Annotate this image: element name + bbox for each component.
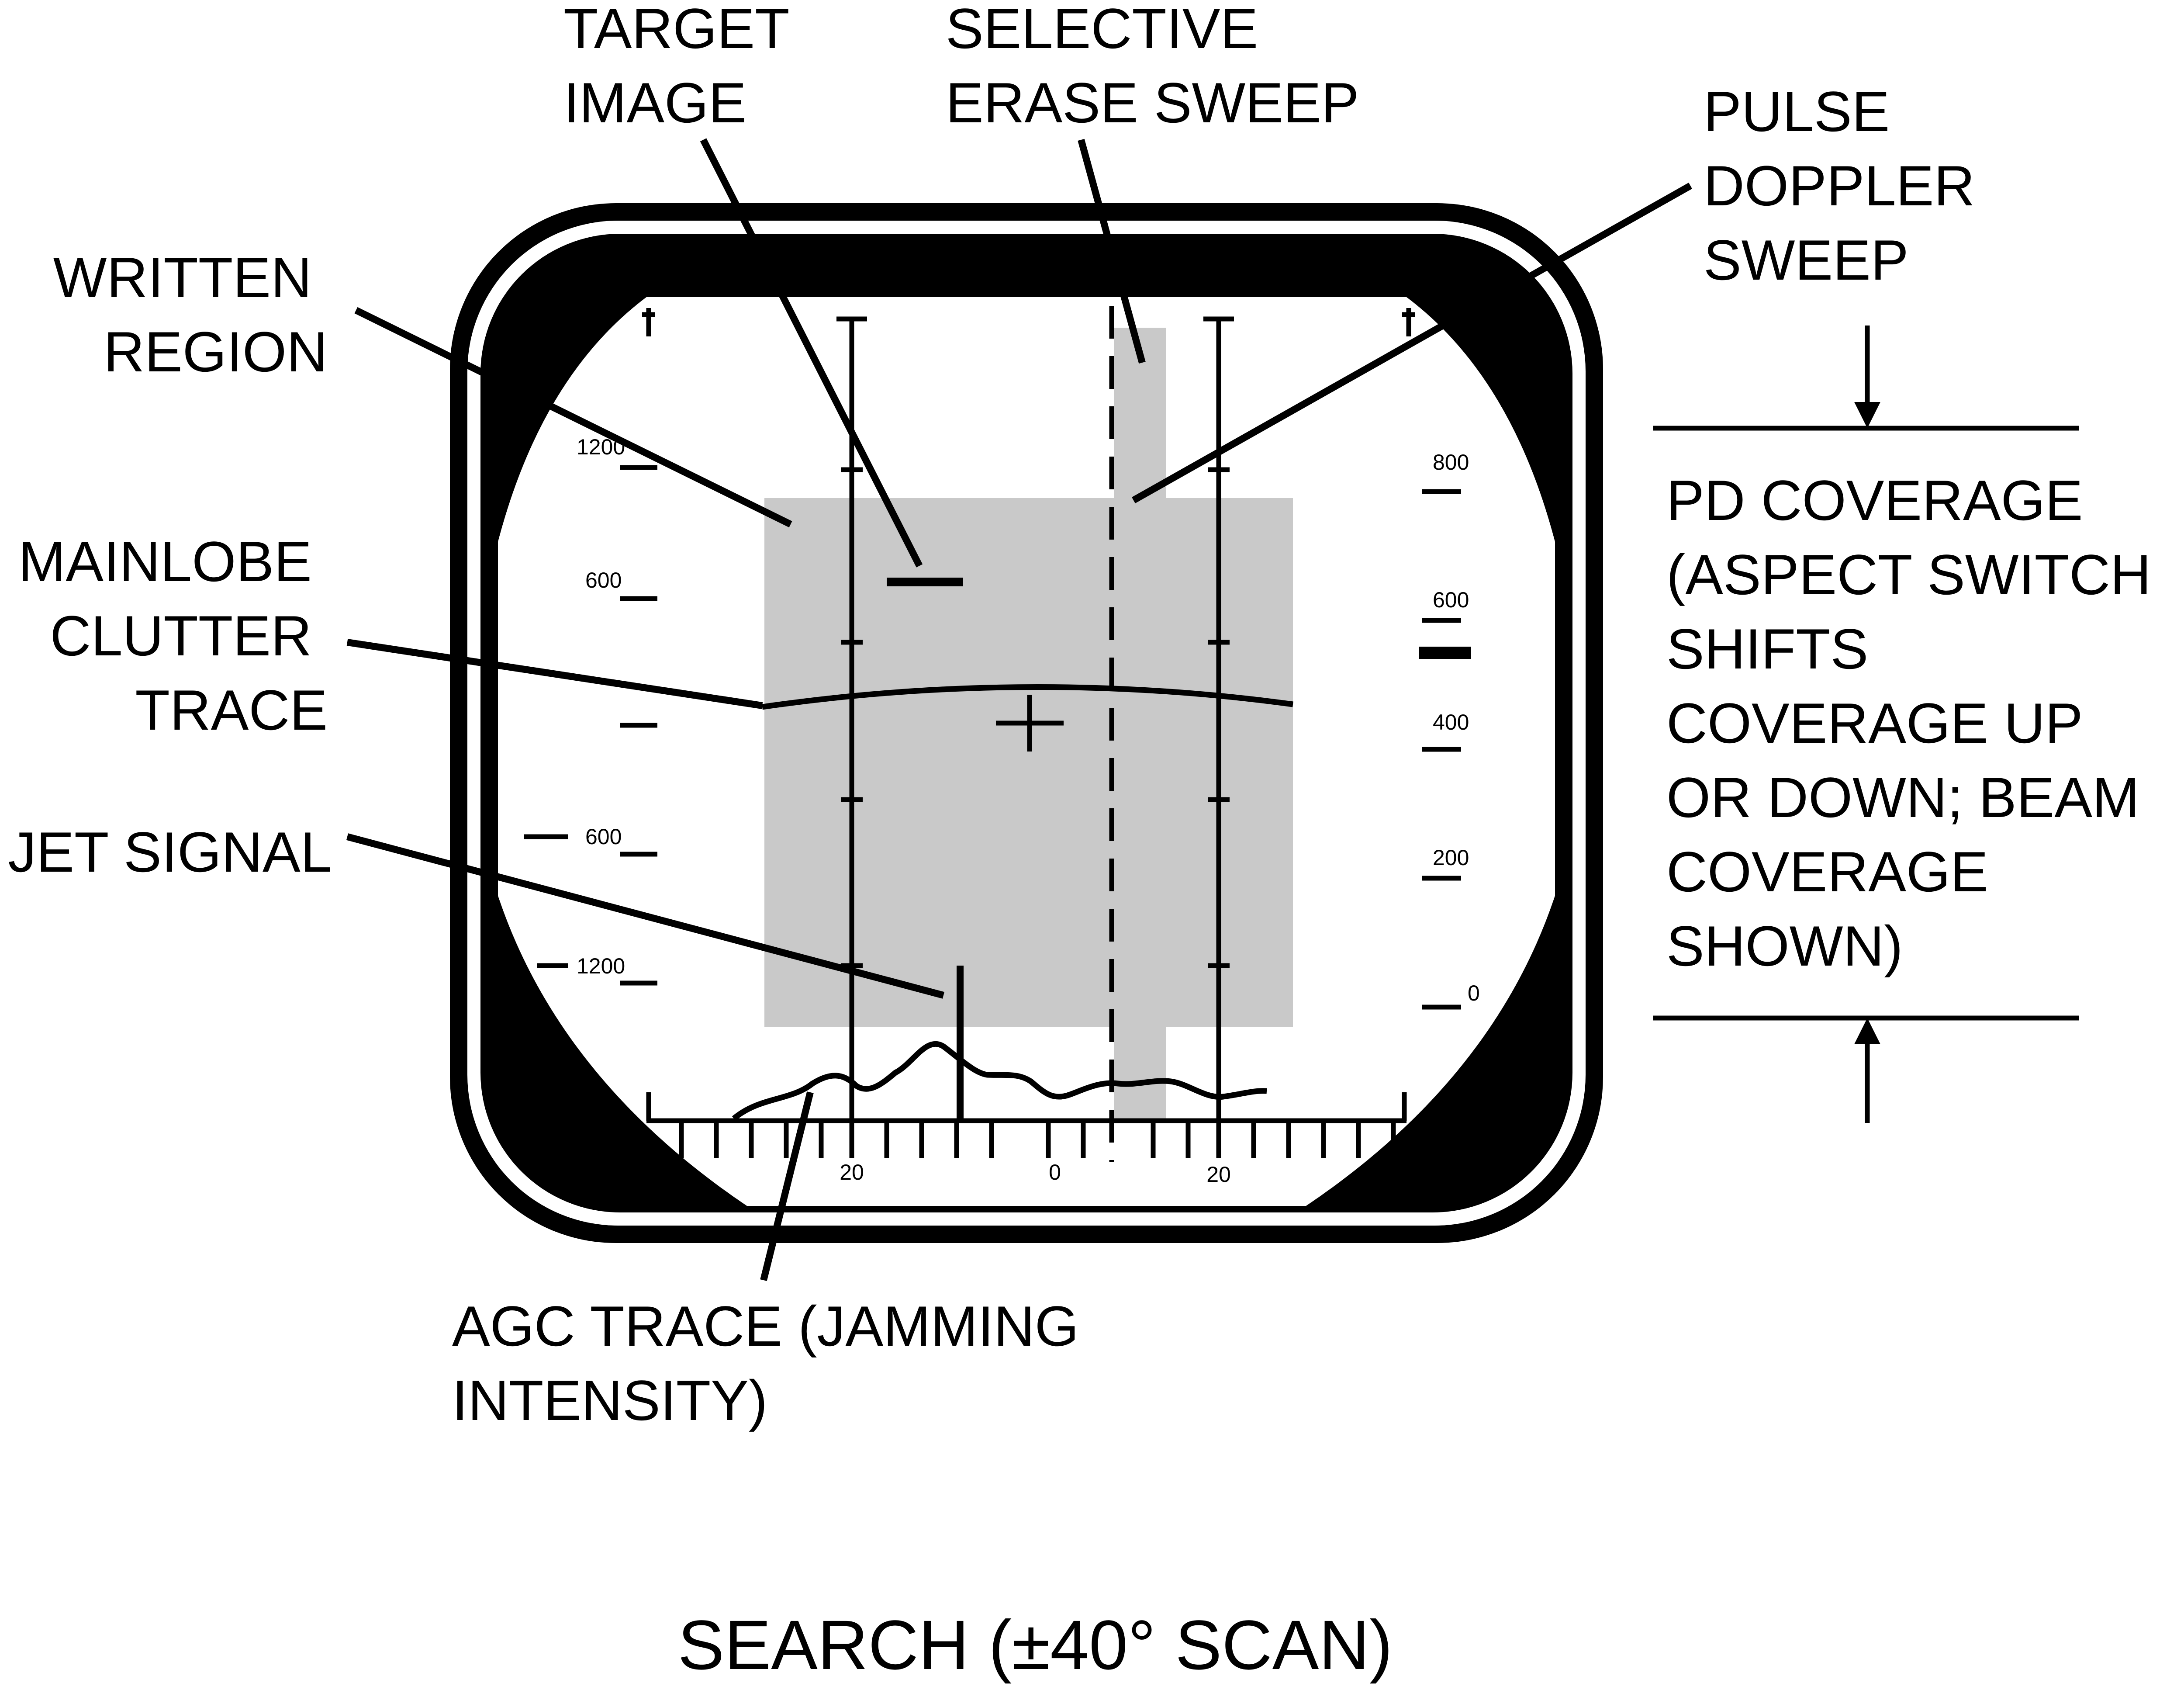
pd-coverage-arrow-down bbox=[1854, 402, 1880, 428]
pulse-doppler-sweep-bar bbox=[1114, 328, 1166, 1119]
label-agc-trace: AGC TRACE (JAMMING INTENSITY) bbox=[452, 1294, 1095, 1432]
azimuth-tick-label-left-20: 20 bbox=[840, 1160, 864, 1184]
leader-written-region bbox=[354, 307, 792, 528]
leader-agc-trace bbox=[760, 1091, 814, 1281]
left-tick-label-600-top: 600 bbox=[585, 568, 622, 592]
closing-velocity-marker bbox=[1419, 647, 1471, 659]
azimuth-tick-label-right-20: 20 bbox=[1206, 1162, 1231, 1187]
right-velocity-scale bbox=[1402, 308, 1461, 1010]
leader-jet-signal bbox=[346, 833, 945, 999]
jet-signal-spike bbox=[957, 966, 964, 1121]
pd-coverage-arrow-up bbox=[1854, 1018, 1880, 1044]
label-pd-coverage: PD COVERAGE (ASPECT SWITCH SHIFTS COVERA… bbox=[1666, 468, 2167, 978]
written-region-shading bbox=[764, 498, 1293, 1027]
target-image-symbol bbox=[887, 578, 963, 586]
left-range-scale bbox=[524, 308, 657, 986]
aircraft-reference-cross bbox=[996, 695, 1064, 752]
leader-pulse-doppler bbox=[1132, 183, 1692, 503]
label-target-image: TARGET IMAGE bbox=[563, 0, 804, 135]
label-jet-signal: JET SIGNAL bbox=[8, 820, 332, 884]
leader-lines bbox=[346, 138, 1692, 1281]
right-tick-label-600: 600 bbox=[1433, 588, 1469, 612]
label-mainlobe-clutter-trace: MAINLOBE CLUTTER TRACE bbox=[18, 530, 328, 742]
agc-trace bbox=[732, 1041, 1267, 1121]
bottom-azimuth-scale bbox=[646, 1092, 1407, 1158]
right-tick-label-800: 800 bbox=[1433, 450, 1469, 474]
leader-mainlobe-clutter bbox=[346, 639, 763, 709]
azimuth-tick-label-0: 0 bbox=[1049, 1160, 1061, 1184]
right-tick-label-200: 200 bbox=[1433, 845, 1469, 870]
right-tick-label-0: 0 bbox=[1468, 981, 1480, 1005]
leader-selective-erase bbox=[1078, 139, 1146, 364]
left-tick-label-600-bottom: 600 bbox=[585, 824, 622, 849]
leader-target-image bbox=[700, 138, 923, 568]
pd-coverage-bracket bbox=[1653, 326, 2079, 1123]
label-pulse-doppler-sweep: PULSE DOPPLER SWEEP bbox=[1704, 80, 1990, 292]
label-written-region: WRITTEN REGION bbox=[53, 246, 328, 384]
diagram-caption: SEARCH (±40° SCAN) bbox=[678, 1606, 1393, 1684]
right-tick-label-400: 400 bbox=[1433, 710, 1469, 734]
label-selective-erase-sweep: SELECTIVE ERASE SWEEP bbox=[946, 0, 1359, 135]
left-tick-label-1200-bottom: 1200 bbox=[577, 954, 625, 978]
mainlobe-clutter-trace bbox=[762, 684, 1293, 710]
